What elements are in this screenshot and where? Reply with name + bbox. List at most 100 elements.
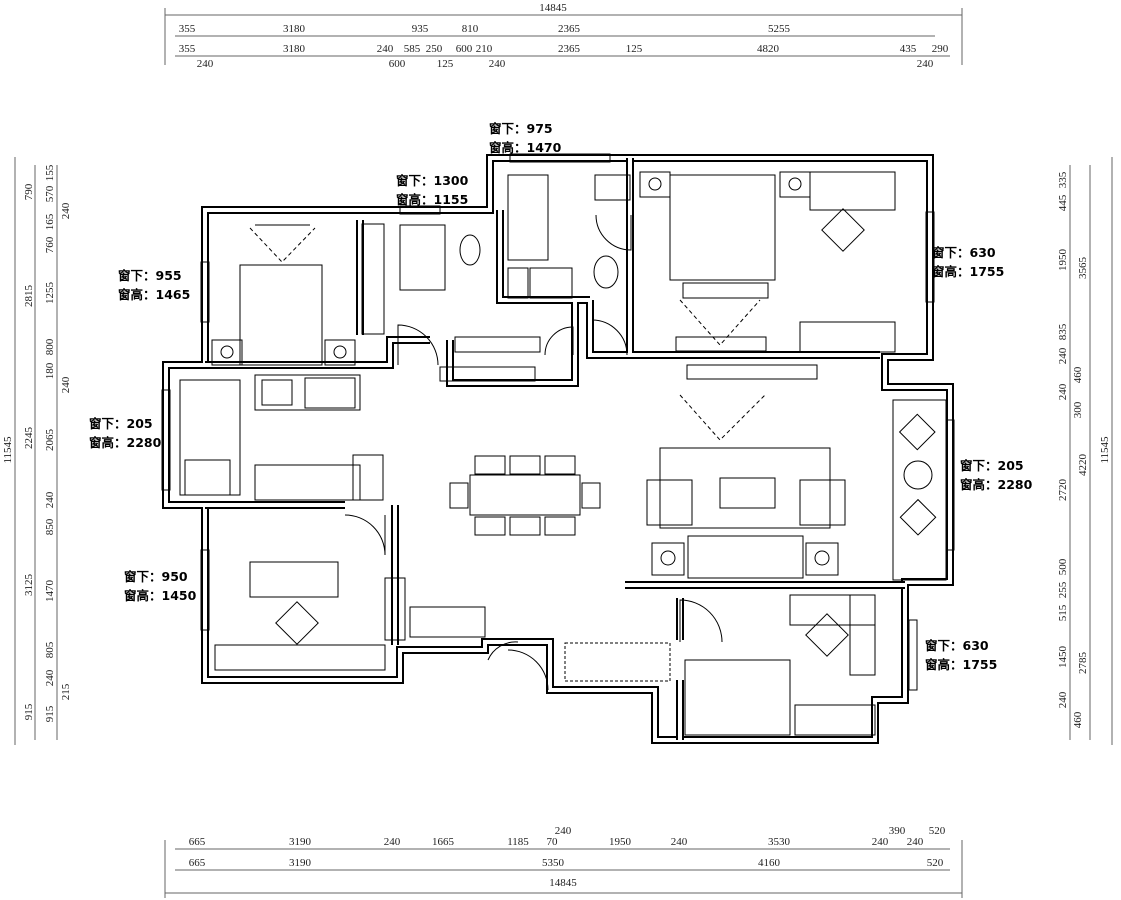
svg-text:窗下：630: 窗下：630	[925, 638, 989, 653]
svg-text:570: 570	[44, 185, 56, 202]
svg-text:240: 240	[489, 58, 506, 70]
svg-text:240: 240	[44, 491, 56, 508]
svg-text:250: 250	[426, 43, 443, 55]
svg-text:窗下：630: 窗下：630	[932, 245, 996, 260]
svg-text:1185: 1185	[507, 836, 529, 848]
window-label-bathroom: 窗下：975 窗高：1470	[489, 121, 562, 155]
svg-text:240: 240	[1057, 691, 1069, 708]
windows	[161, 153, 955, 691]
svg-text:520: 520	[927, 857, 944, 869]
svg-text:窗高：2280: 窗高：2280	[89, 435, 162, 450]
svg-text:1950: 1950	[609, 836, 632, 848]
svg-text:600: 600	[456, 43, 473, 55]
svg-text:窗下：975: 窗下：975	[489, 121, 553, 136]
svg-text:3180: 3180	[283, 43, 306, 55]
svg-text:665: 665	[189, 836, 206, 848]
svg-text:1470: 1470	[44, 580, 56, 603]
svg-text:125: 125	[437, 58, 454, 70]
svg-text:窗高：1450: 窗高：1450	[124, 588, 197, 603]
svg-text:255: 255	[1057, 581, 1069, 598]
dim-bottom-row2: 665 3190 5350 4160 520	[189, 857, 944, 869]
svg-text:240: 240	[384, 836, 401, 848]
svg-text:4160: 4160	[758, 857, 781, 869]
svg-text:240: 240	[917, 58, 934, 70]
svg-text:125: 125	[626, 43, 643, 55]
svg-text:窗高：1465: 窗高：1465	[118, 287, 190, 302]
svg-text:窗高：1755: 窗高：1755	[925, 657, 997, 672]
svg-text:3180: 3180	[283, 23, 306, 35]
svg-text:240: 240	[1057, 383, 1069, 400]
window-label-study: 窗下：950 窗高：1450	[124, 569, 197, 603]
svg-text:335: 335	[1057, 171, 1069, 188]
svg-text:70: 70	[547, 836, 559, 848]
svg-text:240: 240	[555, 825, 572, 837]
dim-right-inner: 335 445 1950 835 240 460 240 300 2720 50…	[1057, 171, 1084, 728]
doors	[344, 214, 723, 691]
svg-text:2365: 2365	[558, 43, 581, 55]
svg-text:2065: 2065	[44, 429, 56, 452]
svg-text:210: 210	[476, 43, 493, 55]
top-dimension-lines	[164, 8, 963, 65]
svg-text:240: 240	[377, 43, 394, 55]
svg-text:窗下：205: 窗下：205	[89, 416, 153, 431]
svg-text:3190: 3190	[289, 857, 312, 869]
dim-top-row1: 355 3180 935 810 2365 5255	[179, 23, 791, 35]
exterior-walls	[162, 154, 954, 744]
svg-text:240: 240	[60, 376, 72, 393]
svg-text:2245: 2245	[23, 427, 35, 450]
svg-text:1450: 1450	[1057, 646, 1069, 669]
svg-text:240: 240	[872, 836, 889, 848]
svg-text:4220: 4220	[1077, 454, 1089, 477]
svg-text:1665: 1665	[432, 836, 455, 848]
svg-text:520: 520	[929, 825, 946, 837]
dim-left-outer: 790 2815 2245 3125 915	[23, 183, 35, 720]
svg-text:810: 810	[462, 23, 479, 35]
svg-text:窗下：1300: 窗下：1300	[396, 173, 469, 188]
svg-text:3190: 3190	[289, 836, 312, 848]
dim-right-total: 11545	[1099, 436, 1111, 464]
svg-text:240: 240	[907, 836, 924, 848]
window-label-master-bedroom: 窗下：630 窗高：1755	[932, 245, 1004, 279]
svg-text:窗下：205: 窗下：205	[960, 458, 1024, 473]
svg-text:窗高：1755: 窗高：1755	[932, 264, 1004, 279]
svg-text:2365: 2365	[558, 23, 581, 35]
svg-text:665: 665	[189, 857, 206, 869]
svg-text:3530: 3530	[768, 836, 791, 848]
svg-text:180: 180	[44, 362, 56, 379]
svg-text:355: 355	[179, 23, 196, 35]
svg-text:915: 915	[44, 705, 56, 722]
svg-text:760: 760	[44, 236, 56, 253]
svg-text:460: 460	[1072, 366, 1084, 383]
left-dimension-lines	[14, 157, 58, 745]
svg-text:1950: 1950	[1057, 249, 1069, 272]
dim-top-row2: 355 240 3180 240 600 585 250 125 600 210…	[179, 43, 949, 70]
svg-text:240: 240	[197, 58, 214, 70]
svg-text:240: 240	[44, 669, 56, 686]
svg-text:5255: 5255	[768, 23, 791, 35]
bottom-dimension-lines	[164, 840, 963, 898]
svg-text:窗高：1470: 窗高：1470	[489, 140, 562, 155]
svg-text:155: 155	[44, 164, 56, 181]
svg-text:窗高：2280: 窗高：2280	[960, 477, 1033, 492]
svg-text:835: 835	[1057, 323, 1069, 340]
window-label-living-room: 窗下：205 窗高：2280	[960, 458, 1033, 492]
svg-text:215: 215	[60, 683, 72, 700]
furniture	[179, 171, 947, 736]
svg-text:915: 915	[23, 703, 35, 720]
window-label-toilet: 窗下：1300 窗高：1155	[396, 173, 469, 207]
svg-text:2815: 2815	[23, 285, 35, 308]
right-dimension-lines	[1069, 157, 1113, 745]
svg-text:240: 240	[671, 836, 688, 848]
svg-text:600: 600	[389, 58, 406, 70]
window-label-bedroom-2: 窗下：955 窗高：1465	[118, 268, 190, 302]
dim-right-outer: 3565 4220 2785	[1077, 257, 1089, 675]
svg-text:240: 240	[1057, 347, 1069, 364]
dim-bottom-total: 14845	[549, 877, 577, 889]
dim-bottom-row1: 665 3190 240 1665 1185 70 240 1950 240 3…	[189, 825, 946, 848]
svg-text:390: 390	[889, 825, 906, 837]
svg-text:3565: 3565	[1077, 257, 1089, 280]
svg-text:2785: 2785	[1077, 652, 1089, 675]
svg-text:355: 355	[179, 43, 196, 55]
svg-text:4820: 4820	[757, 43, 780, 55]
